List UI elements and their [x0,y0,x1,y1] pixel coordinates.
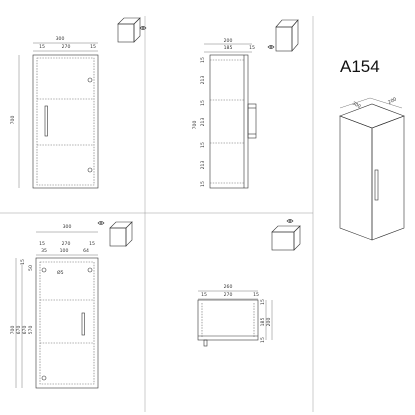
bottom-depth-2: 200 [266,318,272,327]
front-cabinet-outline [32,54,99,189]
side-door-handle [247,103,257,139]
back-height-1: 700 [10,326,16,335]
side-inner-width-1: 185 [224,45,233,51]
front-height-label: 700 [10,116,16,125]
back-height-3: 670 [22,326,28,335]
perspective-view: A154 300 200 [339,57,405,241]
side-highlight-cube-icon [267,19,299,52]
side-inner-width-2: 15 [249,45,255,51]
product-code: A154 [340,57,380,76]
bottom-inner-width-1: 15 [201,292,207,298]
side-thickness-4: 15 [200,181,206,187]
back-inner2-width-1: 35 [41,248,47,254]
back-height-2: 670 [16,326,22,335]
bottom-inner-width-3: 15 [253,292,259,298]
side-shelf-3: 213 [200,161,206,170]
bottom-inner-width-2: 270 [224,292,233,298]
back-inner-width-1: 15 [39,241,45,247]
front-inner-width-1: 15 [39,44,45,50]
bottom-view: 260 15 270 15 185 200 15 15 [197,219,301,347]
persp-top-face [339,103,405,129]
back-height-4: 570 [28,326,34,335]
back-highlight-cube-icon [97,221,133,247]
back-inner-width-3: 15 [89,241,95,247]
front-highlight-face [133,17,141,43]
bottom-cabinet-outline [197,299,259,341]
back-width-label: 300 [63,224,72,230]
front-door-handle [44,105,48,137]
side-thickness-3: 15 [200,142,206,148]
front-width-label: 300 [56,36,65,42]
panel-grid-lines [0,16,314,412]
persp-depth-label: 200 [387,96,398,105]
bottom-offset-1: 15 [260,299,266,305]
back-inner-width-2: 270 [62,241,71,247]
side-width-label: 200 [224,38,233,44]
back-top-offset-2: 50 [28,265,34,271]
front-inner-width-2: 270 [62,44,71,50]
front-view: 300 15 270 15 700 [10,17,147,189]
bottom-depth-1: 185 [260,318,266,327]
persp-handle [374,169,379,201]
persp-width-label: 300 [351,100,362,109]
bottom-highlight-cube-icon [271,219,301,251]
bottom-offset-2: 15 [260,337,266,343]
side-shelf-2: 213 [200,118,206,127]
side-view: 200 185 15 700 213 213 213 15 15 15 15 [192,19,299,189]
back-inner2-width-3: 64 [83,248,89,254]
side-shelf-1: 213 [200,76,206,85]
back-cabinet-outline [35,257,99,389]
side-height-label: 700 [192,121,198,130]
back-inner2-width-2: 100 [60,248,69,254]
back-view: 300 15 270 15 35 100 64 Ø5 15 50 700 670… [10,221,133,389]
side-cabinet-outline [209,54,249,189]
side-thickness-2: 15 [200,100,206,106]
persp-front-face [371,115,405,241]
back-hole-label: Ø5 [57,269,64,276]
bottom-width-label: 260 [224,284,233,290]
front-highlight-cube-icon [117,17,147,43]
persp-left-face [339,115,373,241]
back-top-offset-1: 15 [20,259,26,265]
side-thickness-1: 15 [200,57,206,63]
front-inner-width-3: 15 [90,44,96,50]
